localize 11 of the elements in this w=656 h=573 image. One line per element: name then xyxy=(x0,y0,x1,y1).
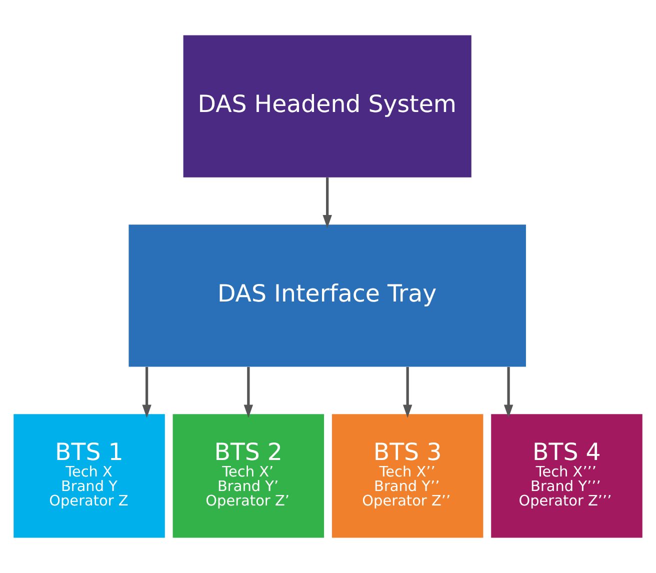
arrow xyxy=(504,366,514,418)
node-box: DAS Interface Tray xyxy=(128,224,526,367)
arrow xyxy=(402,366,412,418)
arrow xyxy=(244,366,254,418)
arrow xyxy=(142,366,152,418)
node-box: BTS 1 Tech X Brand Y Operator Z xyxy=(14,414,165,538)
node-box: BTS 2 Tech X’ Brand Y’ Operator Z’ xyxy=(172,414,324,538)
arrow xyxy=(322,177,332,228)
node-box: BTS 3 Tech X’’ Brand Y’’ Operator Z’’ xyxy=(332,414,484,538)
node-box: DAS Headend System xyxy=(183,35,472,178)
node-box: BTS 4 Tech X’’’ Brand Y’’’ Operator Z’’’ xyxy=(491,414,642,538)
